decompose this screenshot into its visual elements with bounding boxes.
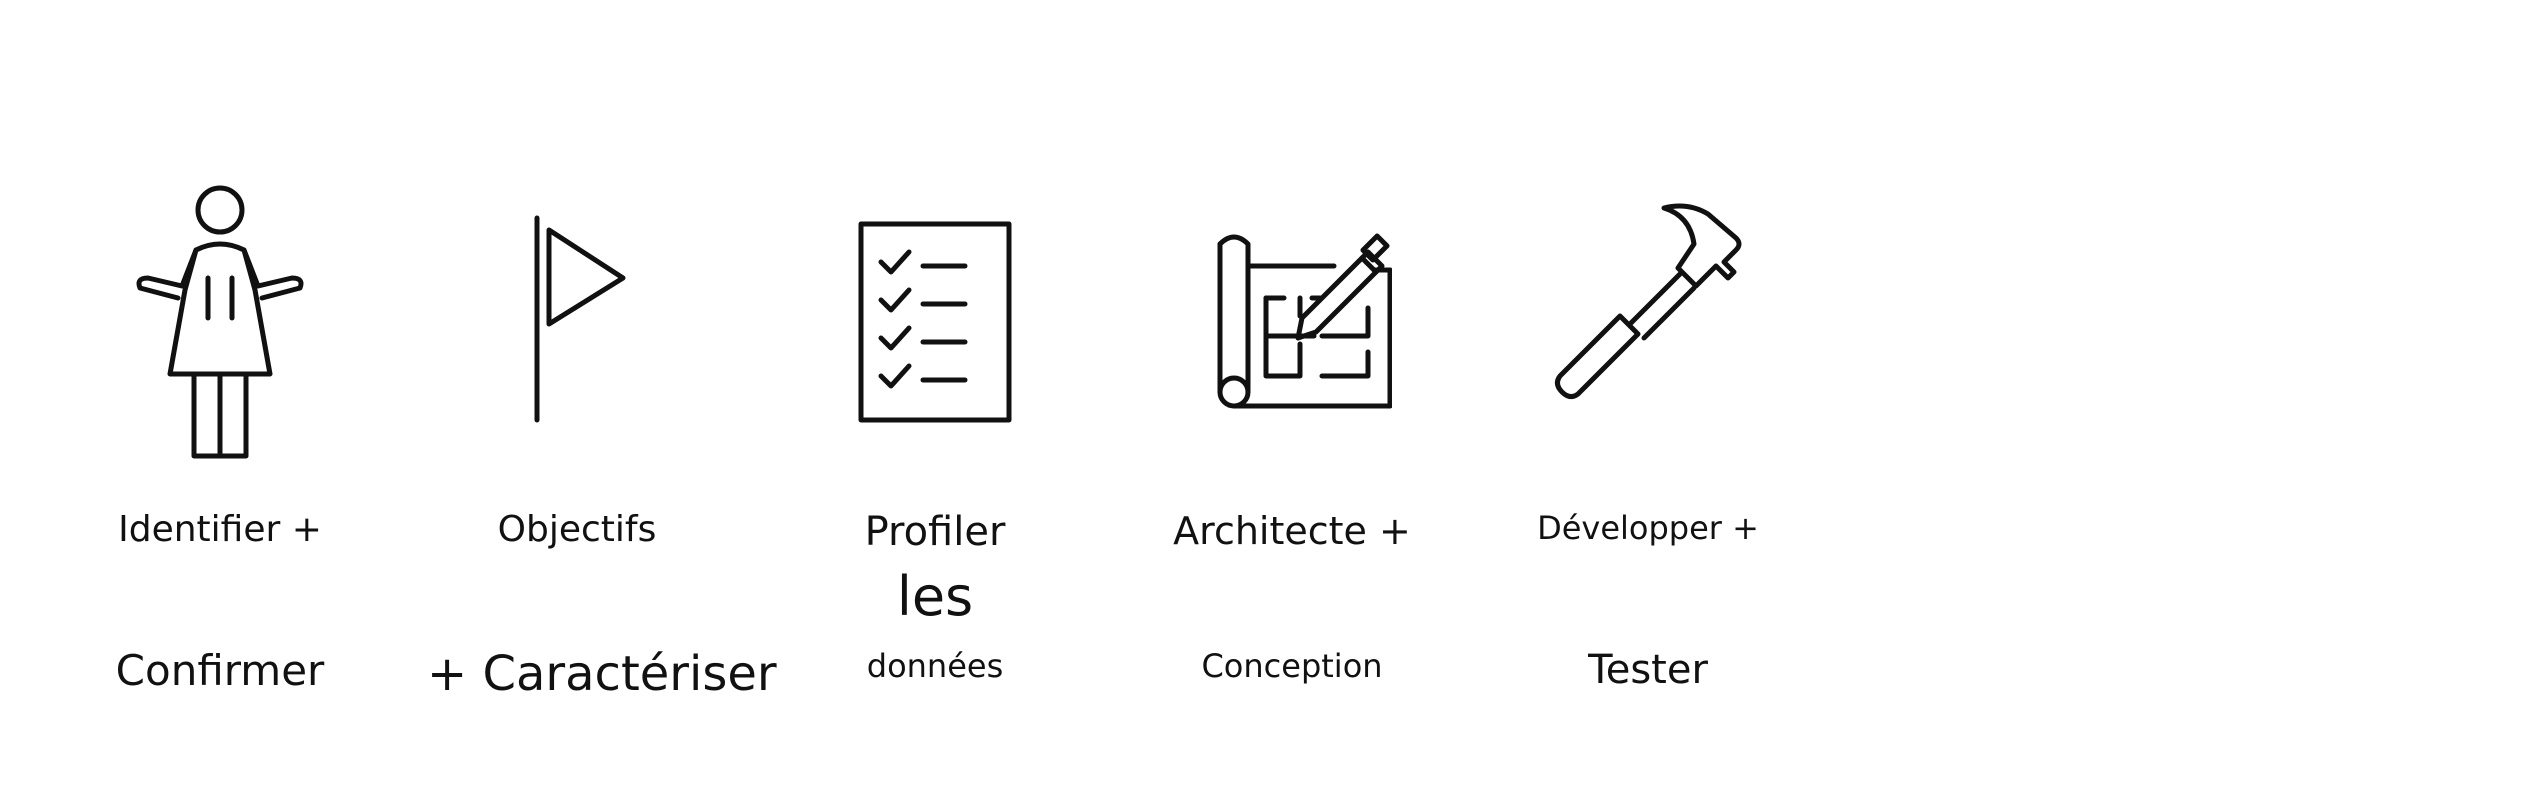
flag-icon [477, 178, 677, 470]
checklist-icon [835, 178, 1035, 470]
hammer-icon [1548, 178, 1748, 470]
step-architecte-conception: Architecte + Conception [1142, 0, 1442, 791]
step-developper-tester: Développer + Tester [1498, 0, 1798, 791]
blueprint-pencil-icon [1192, 178, 1392, 470]
step-label-line-3: Conception [1201, 647, 1383, 685]
step-label-line-1: Profiler [864, 509, 1006, 555]
step-identifier-confirmer: Identifier + Confirmer [70, 0, 370, 791]
step-label-line-1: Identifier + [118, 509, 322, 550]
step-label-line-2: les [896, 565, 974, 628]
step-objectifs-caracteriser: Objectifs + Caractériser [427, 0, 777, 791]
step-label-line-3: Tester [1588, 647, 1708, 693]
step-label-line-1: Développer + [1537, 509, 1759, 547]
step-profiler-donnees: Profiler les données [785, 0, 1085, 791]
step-label-line-1: Architecte + [1173, 509, 1411, 553]
step-label-line-3: Confirmer [115, 646, 325, 695]
person-shrug-icon [120, 178, 320, 470]
step-label-line-3: données [866, 647, 1004, 685]
step-label-line-3: + Caractériser [427, 646, 777, 702]
step-label-line-1: Objectifs [497, 509, 657, 550]
